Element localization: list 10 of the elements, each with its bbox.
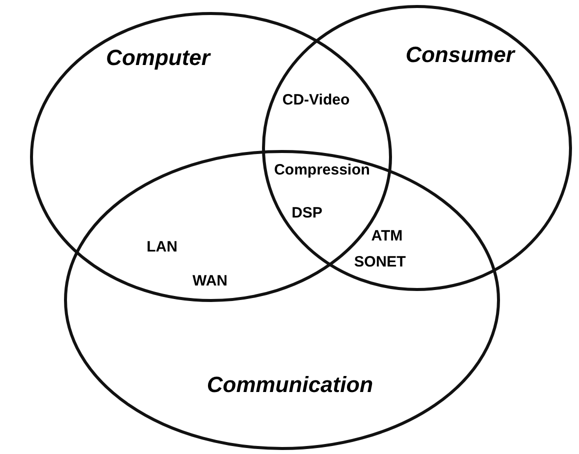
overlap-label: ATM: [371, 228, 403, 244]
overlap-label: CD-Video: [282, 92, 350, 108]
overlap-label: DSP: [292, 204, 322, 222]
set-label: Communication: [206, 372, 374, 398]
overlap-label: Compression: [274, 162, 370, 178]
overlap-label: LAN: [146, 238, 178, 256]
overlap-label: WAN: [192, 272, 228, 290]
set-label: Computer: [106, 45, 210, 71]
overlap-label: SONET: [354, 254, 406, 270]
set-label: Consumer: [406, 42, 514, 68]
